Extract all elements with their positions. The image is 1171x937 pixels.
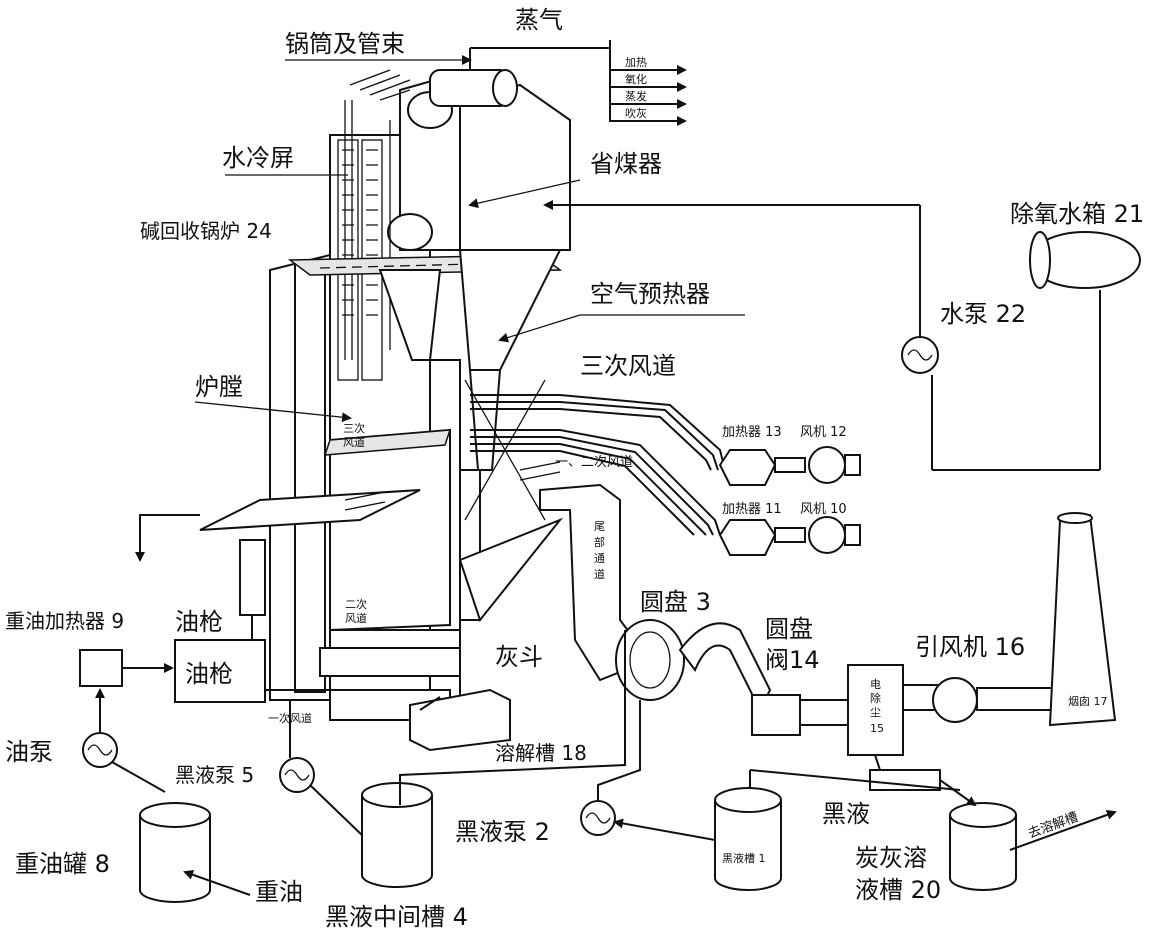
label-steam-out-3: 蒸发 [625,89,647,103]
water-circuit [543,200,1141,471]
label-to-dissolving-tank: 去溶解槽 [1026,810,1080,842]
label-heater-11: 加热器 11 [722,502,782,517]
label-black-liquor: 黑液 [822,800,870,828]
label-deaerator: 除氧水箱 21 [1010,200,1144,228]
label-drum-tubes: 锅筒及管束 [285,30,405,58]
label-steam-out-2: 氧化 [625,72,647,86]
label-heavy-oil-heater: 重油加热器 9 [5,609,124,633]
oil-system [79,514,330,903]
label-tail-flue-2: 部 [594,535,605,549]
label-fan-10: 风机 10 [800,502,847,517]
label-disc-valve-1: 圆盘 [765,615,813,643]
label-oil-pump: 油泵 [5,738,53,766]
label-furnace: 炉膛 [195,373,243,401]
label-black-liquor-tank: 黑液槽 1 [722,851,766,865]
label-tertiary-duct-small-2: 风道 [343,435,365,449]
label-secondary-duct-1: 二次 [345,597,367,611]
label-ash-hopper: 灰斗 [495,643,543,671]
label-secondary-duct-2: 风道 [345,611,367,625]
label-black-liquor-pump-2: 黑液泵 2 [455,818,550,846]
label-black-liquor-pump-5: 黑液泵 5 [175,763,254,787]
label-dissolving-tank: 溶解槽 18 [495,741,587,765]
black-liquor-tank-1 [714,787,782,891]
label-heavy-oil: 重油 [255,878,303,906]
label-tail-flue-4: 道 [594,567,605,581]
label-esp-2: 除 [870,691,881,705]
label-esp-4: 15 [870,722,884,735]
black-liquor-intermediate-tank-4 [361,782,433,888]
label-water-pump: 水泵 22 [940,300,1026,328]
label-heavy-oil-tank: 重油罐 8 [15,850,110,878]
label-fan-12: 风机 12 [800,425,847,440]
label-oil-gun-1: 油枪 [175,608,223,636]
label-disc-valve-2: 阀14 [765,646,820,674]
label-steam: 蒸气 [515,6,563,34]
ash-solution-tank-20 [949,802,1017,891]
label-tertiary-duct: 三次风道 [580,352,676,380]
heavy-oil-tank-8 [139,802,211,903]
label-esp-3: 尘 [870,706,881,719]
label-primary-duct: 一次风道 [268,711,312,725]
air-heater-fan-11-10 [718,516,861,556]
label-induced-fan: 引风机 16 [915,633,1025,661]
label-ash-solution-tank-1: 炭灰溶 [855,844,927,872]
label-oil-gun-2: 油枪 [185,660,233,688]
label-tertiary-duct-small-1: 三次 [343,421,365,435]
boiler-structure [199,68,726,752]
label-boiler: 碱回收锅炉 24 [140,219,272,243]
black-liquor-system [269,630,1117,891]
label-air-preheater: 空气预热器 [590,280,710,308]
label-disc: 圆盘 3 [640,588,711,616]
label-chimney: 烟囱 17 [1068,694,1108,708]
label-heater-13: 加热器 13 [722,425,782,440]
label-ash-solution-tank-2: 液槽 20 [855,876,941,904]
label-primary-secondary-duct: 一、二次风道 [555,454,633,470]
label-esp-1: 电 [870,678,881,691]
tail-flue [539,483,1117,791]
label-black-liquor-intermediate-tank: 黑液中间槽 4 [325,903,468,931]
label-economizer: 省煤器 [590,150,662,178]
air-heater-fan-13-12 [718,446,861,486]
label-water-screen: 水冷屏 [222,144,294,172]
steam-lines [469,40,687,126]
label-tail-flue-1: 尾 [594,520,605,533]
leader-lines [194,55,745,423]
label-steam-out-1: 加热 [625,56,647,69]
label-tail-flue-3: 通 [594,552,605,565]
labels: 锅筒及管束 蒸气 加热 氧化 蒸发 吹灰 水冷屏 省煤器 碱回收锅炉 24 除氧… [5,6,1144,931]
label-steam-out-4: 吹灰 [625,106,647,120]
